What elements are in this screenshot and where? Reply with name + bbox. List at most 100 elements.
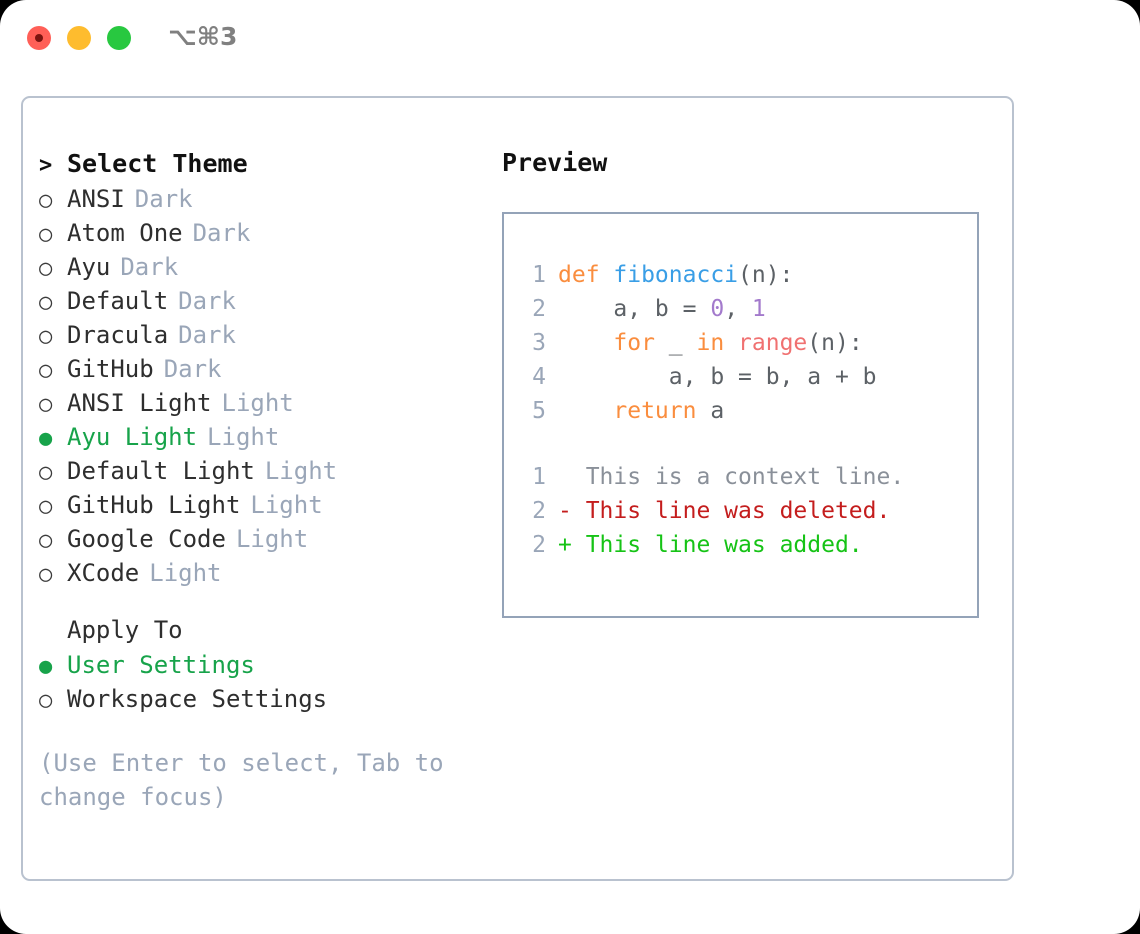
preview-heading: Preview <box>502 148 608 177</box>
radio-unselected-icon: ○ <box>39 222 53 247</box>
code-token-kw: for <box>613 330 655 356</box>
diff-sign <box>558 460 586 494</box>
code-line: 4 a, b = b, a + b <box>504 360 977 394</box>
code-token-plain <box>558 394 613 428</box>
theme-option-label: XCode <box>67 559 140 587</box>
radio-unselected-icon: ○ <box>39 528 53 553</box>
diff-text: This is a context line. <box>585 464 905 490</box>
title-bar: ⌥⌘3 <box>0 0 1140 78</box>
theme-option-xcode[interactable]: ○ XCode Light <box>39 556 499 590</box>
theme-option-label: Ayu <box>67 253 111 281</box>
theme-variant-tag: Dark <box>192 219 251 247</box>
theme-option-ayu[interactable]: ○ Ayu Dark <box>39 250 499 284</box>
diff-sign: + <box>558 532 586 558</box>
code-token-kw: return <box>613 398 697 424</box>
close-button[interactable] <box>27 26 51 50</box>
diff-line: 2- This line was deleted. <box>504 494 977 528</box>
code-token-plain <box>724 326 738 360</box>
theme-variant-tag: Dark <box>178 287 236 315</box>
theme-variant-tag: Dark <box>120 253 179 281</box>
window-controls <box>27 26 131 50</box>
code-token-plain: a, b = b, a + b <box>558 364 877 390</box>
code-token-num: 1 <box>751 296 766 322</box>
theme-option-google-code[interactable]: ○ Google Code Light <box>39 522 499 556</box>
theme-option-github-light[interactable]: ○ GitHub Light Light <box>39 488 499 522</box>
code-diff-spacer <box>504 428 977 460</box>
radio-unselected-icon: ○ <box>39 358 53 383</box>
radio-unselected-icon: ○ <box>39 460 53 485</box>
theme-option-label: Default <box>67 287 169 315</box>
theme-option-default-light[interactable]: ○ Default Light Light <box>39 454 499 488</box>
code-token-num: 0 <box>710 296 725 322</box>
code-token-kw: def <box>558 262 614 288</box>
radio-unselected-icon: ○ <box>39 562 53 587</box>
select-theme-heading: > Select Theme <box>39 146 499 182</box>
code-token-plain: (n): <box>738 262 794 288</box>
theme-variant-tag: Light <box>235 525 309 553</box>
apply-option-label: Workspace Settings <box>67 685 328 713</box>
code-token-builtin: range <box>738 330 808 356</box>
diff-text: This line was added. <box>585 532 863 558</box>
apply-option-user-settings[interactable]: ●User Settings <box>39 648 499 682</box>
code-token-plain: _ <box>654 330 697 356</box>
theme-option-default[interactable]: ○ Default Dark <box>39 284 499 318</box>
theme-variant-tag: Light <box>207 423 280 451</box>
theme-option-label: Ayu Light <box>67 423 198 451</box>
code-line-number: 4 <box>532 364 546 390</box>
code-line-number: 3 <box>532 330 546 356</box>
apply-option-label: User Settings <box>67 651 255 679</box>
radio-unselected-icon: ○ <box>39 256 53 281</box>
code-token-plain: a <box>696 398 725 424</box>
theme-option-label: ANSI Light <box>67 389 212 417</box>
diff-sign: - <box>558 498 586 524</box>
code-line-number: 5 <box>532 398 546 424</box>
apply-option-workspace-settings[interactable]: ○ Workspace Settings <box>39 682 499 716</box>
theme-option-label: Atom One <box>67 219 183 247</box>
theme-option-label: Google Code <box>67 525 226 553</box>
theme-variant-tag: Light <box>221 389 294 417</box>
diff-line-number: 1 <box>532 464 546 490</box>
help-hint-text: (Use Enter to select, Tab to change focu… <box>39 749 459 811</box>
apply-to-heading: Apply To <box>39 612 499 648</box>
maximize-button[interactable] <box>107 26 131 50</box>
diff-text: This line was deleted. <box>585 498 891 524</box>
theme-option-label: Default Light <box>67 457 255 485</box>
diff-line-number: 2 <box>532 498 546 524</box>
diff-sample: 1 This is a context line.2- This line wa… <box>504 460 977 562</box>
theme-option-atom-one[interactable]: ○ Atom One Dark <box>39 216 499 250</box>
theme-option-label: ANSI <box>67 185 125 213</box>
diff-line: 2+ This line was added. <box>504 528 977 562</box>
code-line-number: 2 <box>532 296 546 322</box>
diff-line: 1 This is a context line. <box>504 460 977 494</box>
code-line: 2 a, b = 0, 1 <box>504 292 977 326</box>
theme-variant-tag: Light <box>264 457 338 485</box>
theme-variant-tag: Light <box>149 559 222 587</box>
theme-option-label: Dracula <box>67 321 169 349</box>
code-token-plain: a, b = <box>558 296 711 322</box>
theme-option-label: GitHub Light <box>67 491 241 519</box>
radio-unselected-icon: ○ <box>39 494 53 519</box>
prompt-caret-icon: > <box>39 153 53 178</box>
apply-to-marker <box>39 614 67 650</box>
theme-option-label: GitHub <box>67 355 154 383</box>
minimize-button[interactable] <box>67 26 91 50</box>
theme-variant-tag: Light <box>250 491 323 519</box>
radio-unselected-icon: ○ <box>39 688 53 713</box>
apply-to-title: Apply To <box>67 616 183 644</box>
radio-unselected-icon: ○ <box>39 290 53 315</box>
code-token-fn: fibonacci <box>613 262 739 288</box>
code-token-plain <box>558 326 613 360</box>
code-line: 5 return a <box>504 394 977 428</box>
keyboard-shortcut-label: ⌥⌘3 <box>168 22 238 51</box>
